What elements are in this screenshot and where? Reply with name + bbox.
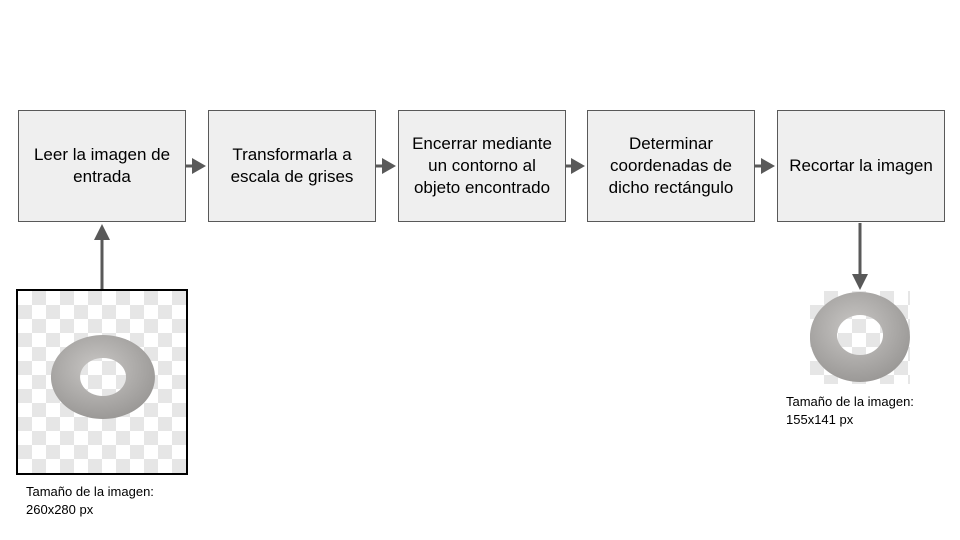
step-read-image: Leer la imagen de entrada [18,110,186,222]
step-read-image-label: Leer la imagen de entrada [33,145,171,186]
step-enclose-contour: Encerrar mediante un contorno al objeto … [398,110,566,222]
arrow-head-output-down [852,274,868,290]
step-crop-image: Recortar la imagen [777,110,945,222]
output-caption-line2: 155x141 px [786,412,854,427]
step-determine-coordinates-label: Determinar coordenadas de dicho rectángu… [608,134,734,197]
arrow-head-1-2 [192,158,206,174]
step-enclose-contour-label: Encerrar mediante un contorno al objeto … [412,134,552,197]
output-image-caption: Tamaño de la imagen: 155x141 px [786,393,914,429]
output-caption-line1: Tamaño de la imagen: [786,394,914,409]
input-image [16,289,188,475]
arrow-head-2-3 [382,158,396,174]
step-grayscale: Transformarla a escala de grises [208,110,376,222]
washer-input-icon [50,335,155,419]
arrow-head-input-up [94,224,110,240]
step-determine-coordinates: Determinar coordenadas de dicho rectángu… [587,110,755,222]
washer-output-icon [810,292,910,382]
input-image-caption: Tamaño de la imagen: 260x280 px [26,483,154,519]
output-image [810,291,910,384]
step-crop-image-label: Recortar la imagen [789,156,933,175]
input-caption-line2: 260x280 px [26,502,94,517]
arrow-head-4-5 [761,158,775,174]
arrow-head-3-4 [571,158,585,174]
input-caption-line1: Tamaño de la imagen: [26,484,154,499]
step-grayscale-label: Transformarla a escala de grises [230,145,354,186]
